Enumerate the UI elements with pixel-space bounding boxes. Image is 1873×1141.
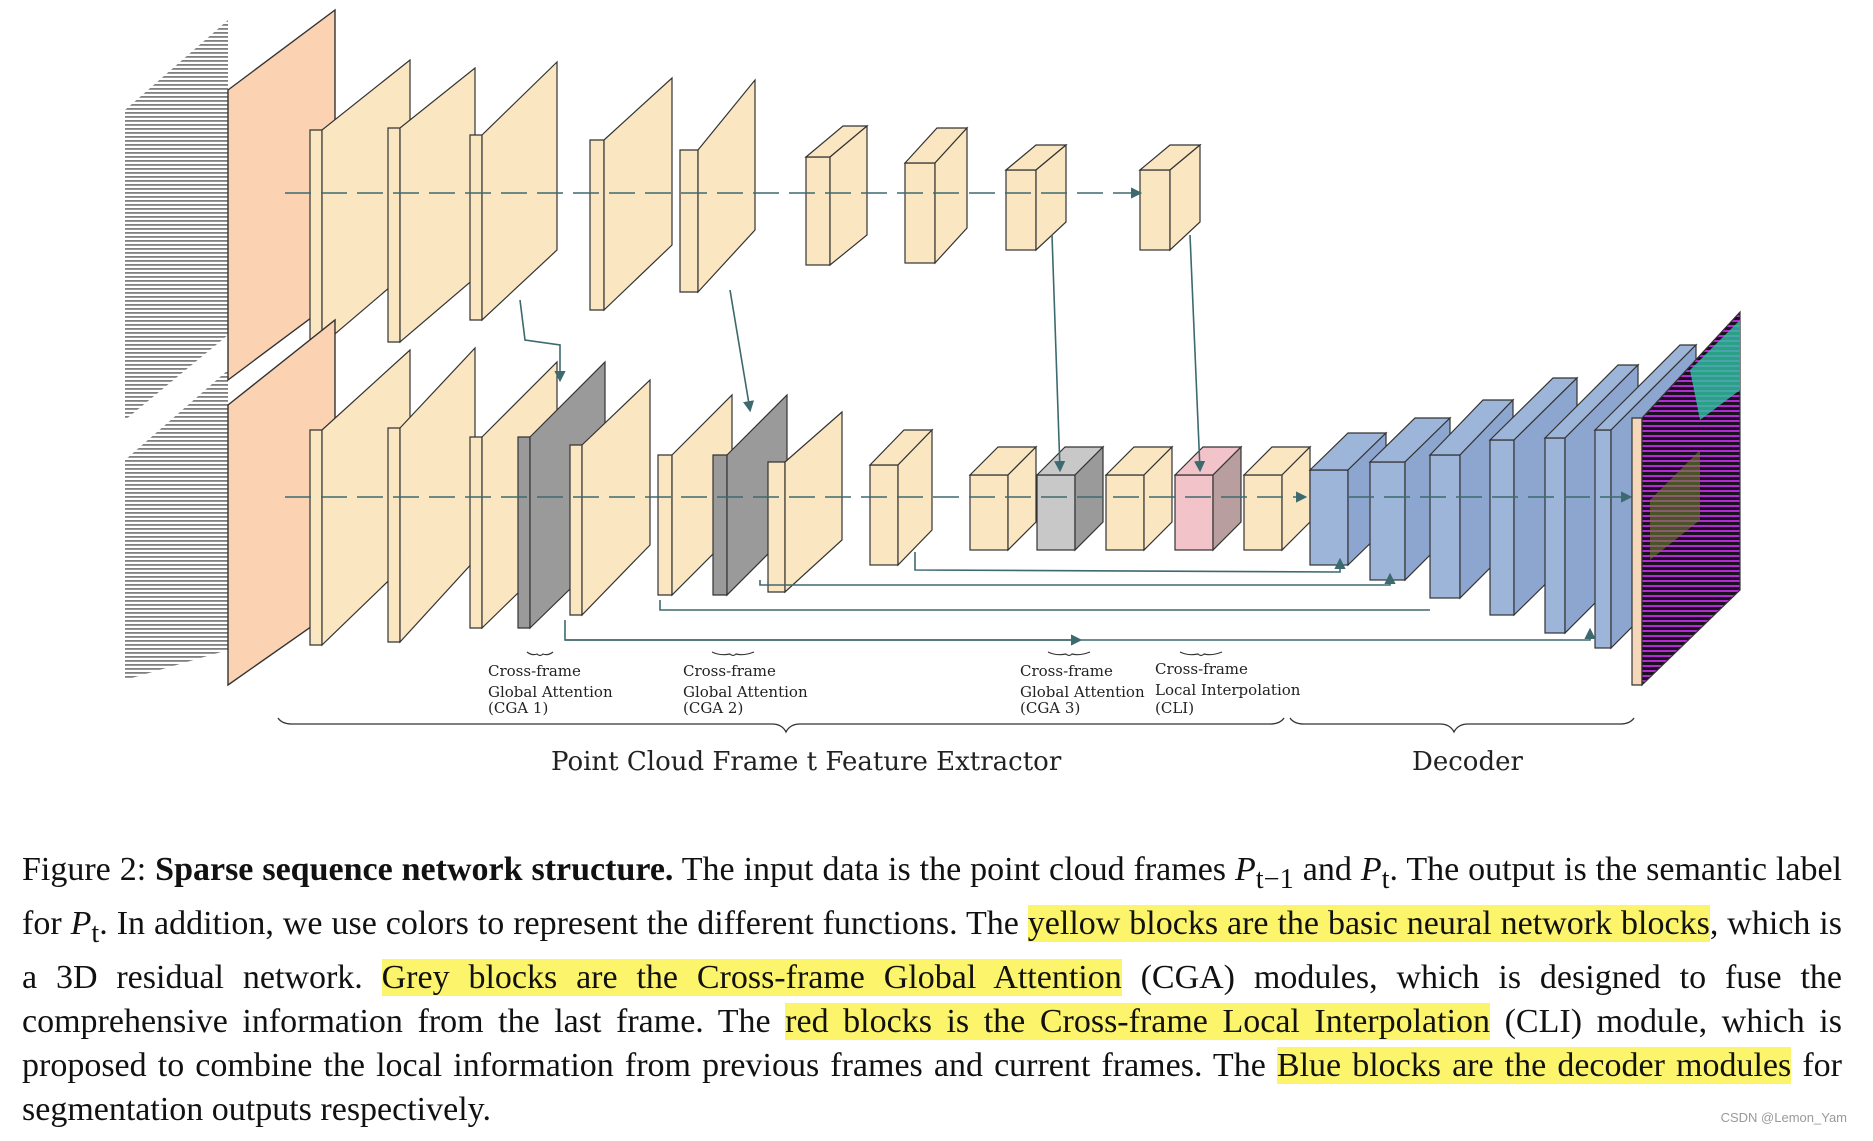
module-braces [526,651,1223,657]
cli-label-line-1: Cross-frame [1155,660,1248,678]
cga-3-label: Cross-frame Global Attention (CGA 3) [1020,662,1145,717]
caption-sentence-5: (CGA) modules, which is designed to fuse… [22,958,1842,1040]
cga-3-label-line-1: Cross-frame [1020,662,1113,680]
cga-2-label-line-1: Cross-frame [683,662,776,680]
bottom-branch-blocks [227,318,1312,687]
cli-label-line-3: (CLI) [1155,699,1194,717]
watermark: CSDN @Lemon_Yam [1720,1110,1847,1125]
top-block-4 [589,76,673,312]
bottom-block-8 [968,445,1038,552]
bottom-block-6 [767,410,843,594]
caption-and: and [1293,851,1361,888]
caption-p-t-2: P [70,904,92,942]
top-block-6 [804,124,869,267]
caption-sentence-7: for segmentation outputs respectively. [22,1046,1842,1128]
caption-p-t-subscript: t [1381,863,1390,895]
cga-2-label-line-2: Global Attention [683,683,808,701]
figure-caption: Figure 2: Sparse sequence network struct… [22,848,1842,1132]
bottom-block-10 [1242,445,1312,552]
caption-p-prev-subscript: t−1 [1255,863,1294,895]
caption-p-prev: P [1235,851,1256,888]
extractor-label: Point Cloud Frame t Feature Extractor [551,747,1062,777]
top-branch-blocks [227,8,1202,382]
cga-1-label: Cross-frame Global Attention (CGA 1) [488,662,613,717]
caption-sentence-2: . The output is the semantic label for [22,851,1843,942]
cross-frame-connections [519,234,1596,646]
caption-sentence-1: The input data is the point cloud frames [673,851,1235,888]
caption-title: Sparse sequence network structure. [155,851,674,888]
bottom-block-9 [1104,445,1174,552]
decoder-label: Decoder [1412,747,1523,777]
caption-p-t: P [1360,851,1382,888]
cli-label-line-2: Local Interpolation [1155,681,1301,699]
caption-sentence-3: . In addition, we use colors to represen… [99,904,1028,942]
network-figure: Cross-frame Global Attention (CGA 1) Cro… [125,8,1741,777]
cga-2-label: Cross-frame Global Attention (CGA 2) [683,662,808,717]
caption-p-t-2-subscript: t [91,917,100,949]
top-block-7 [903,126,969,265]
cga-1-label-line-3: (CGA 1) [488,699,548,717]
cli-block [1173,445,1243,552]
input-point-cloud-current [125,370,228,680]
top-block-9 [1138,143,1202,252]
caption-sentence-4: , which is a 3D residual network. [22,904,1842,996]
caption-highlight-grey-blocks: Grey blocks are the Cross-frame Global A… [381,958,1122,996]
caption-highlight-red-blocks: red blocks is the Cross-frame Local Inte… [785,1002,1491,1040]
cga-3-block [1035,445,1105,552]
caption-sentence-6: (CLI) module, which is proposed to combi… [22,1002,1842,1084]
top-block-3 [469,60,558,322]
caption-highlight-blue-blocks: Blue blocks are the decoder modules [1276,1046,1792,1084]
section-braces [277,717,1635,734]
caption-figure-number: Figure 2: [22,851,147,888]
cga-3-label-line-3: (CGA 3) [1020,699,1080,717]
cga-3-label-line-2: Global Attention [1020,683,1145,701]
top-block-5 [679,78,756,294]
top-block-8 [1004,143,1068,252]
cli-label: Cross-frame Local Interpolation (CLI) [1155,660,1301,717]
output-segmentation-map [1631,310,1741,687]
cga-2-label-line-3: (CGA 2) [683,699,743,717]
cga-1-label-line-2: Global Attention [488,683,613,701]
input-point-cloud-prev [125,20,228,420]
cga-1-label-line-1: Cross-frame [488,662,581,680]
caption-highlight-yellow-blocks: yellow blocks are the basic neural netwo… [1027,904,1710,942]
